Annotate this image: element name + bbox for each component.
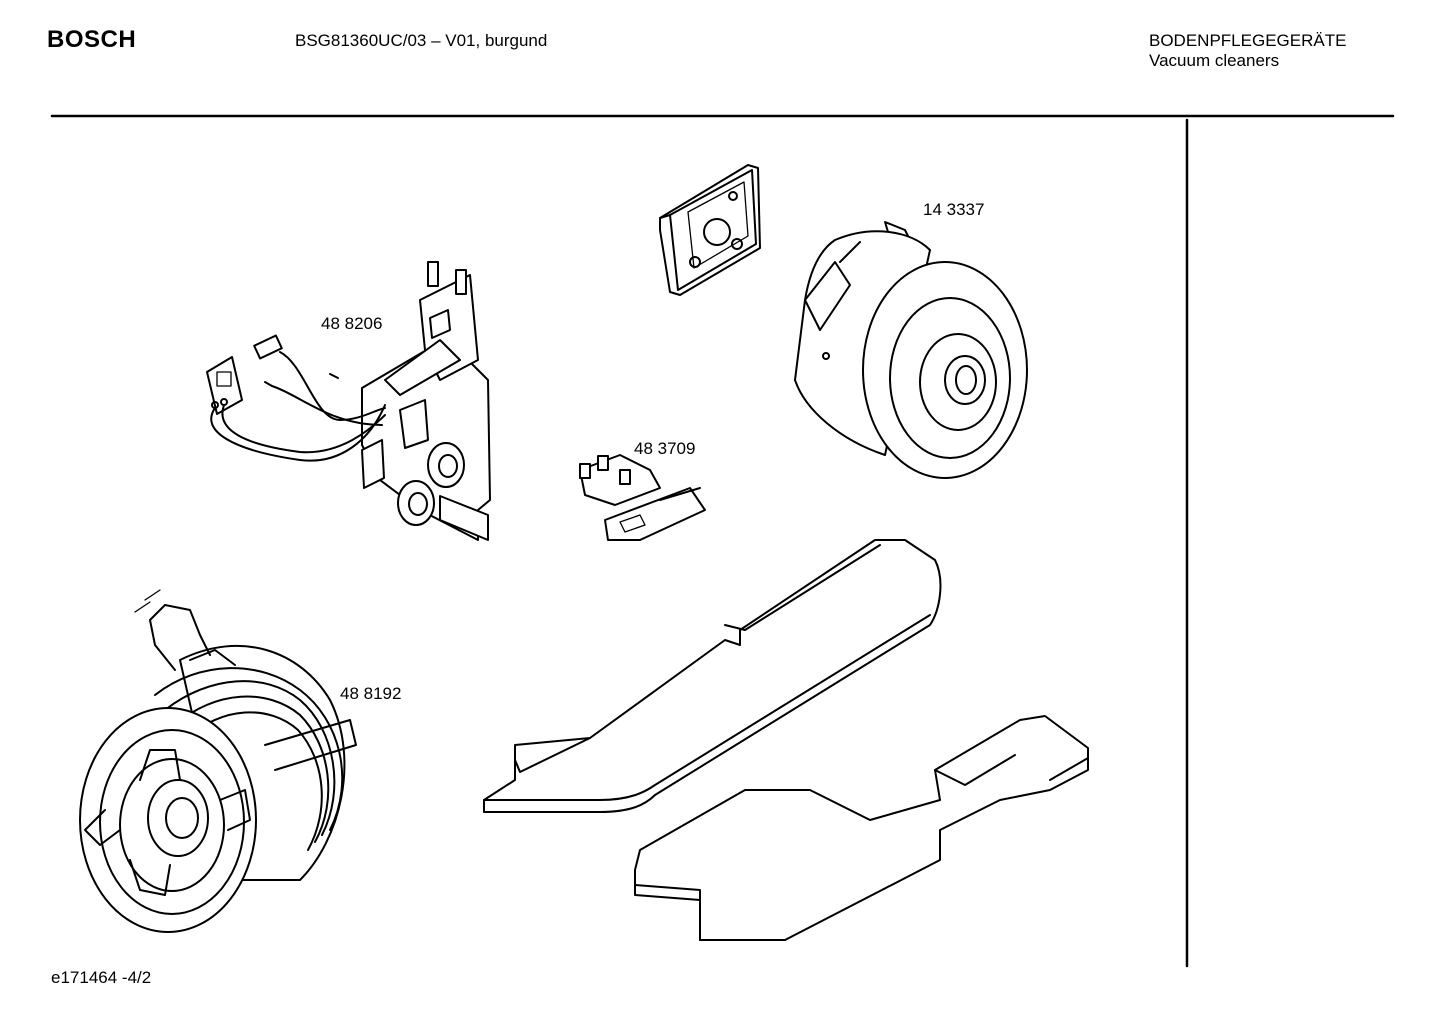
base-plate-upper-drawing: [483, 539, 942, 813]
motor-drawing: [794, 221, 1028, 479]
motor-gasket-drawing: [659, 164, 761, 296]
part-label-motor: 14 3337: [923, 200, 985, 219]
electronics-board-drawing: [206, 261, 491, 541]
part-label-electronics: 48 8206: [321, 314, 383, 333]
brand-logo: BOSCH: [47, 26, 137, 53]
part-label-cable-reel: 48 8192: [340, 684, 402, 703]
cable-reel-drawing: [79, 589, 357, 933]
base-plate-lower-drawing: [634, 715, 1089, 941]
switch-clip-drawing: [579, 454, 706, 541]
model-number: BSG81360UC/03 – V01, burgund: [295, 31, 548, 50]
part-label-switch: 48 3709: [634, 439, 696, 458]
drawing-code: e171464 -4/2: [51, 968, 152, 987]
category-english: Vacuum cleaners: [1149, 51, 1280, 70]
category-german: BODENPFLEGEGERÄTE: [1149, 31, 1347, 50]
